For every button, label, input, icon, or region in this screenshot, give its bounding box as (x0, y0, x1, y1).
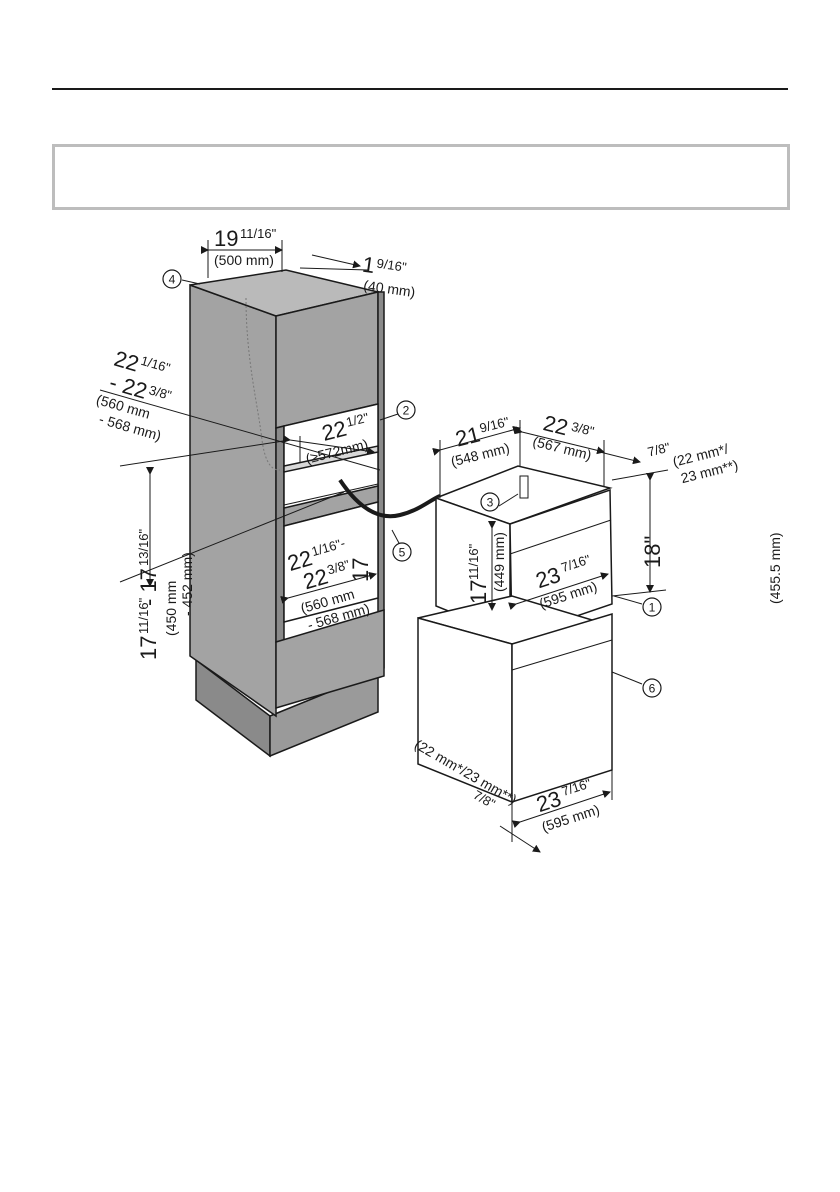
svg-text:1: 1 (361, 252, 377, 278)
svg-text:5: 5 (399, 546, 406, 560)
svg-text:11/16": 11/16" (136, 597, 151, 634)
svg-text:11/16": 11/16" (466, 543, 481, 580)
svg-text:17: 17 (466, 580, 491, 604)
label-top-width: 19 11/16" (500 mm) (214, 226, 277, 268)
dim-line-front-offset (599, 451, 641, 465)
svg-text:- 452 mm): - 452 mm) (179, 552, 195, 616)
connection-cable (338, 478, 441, 519)
label-unit-height-inner: 17 (348, 558, 373, 582)
label-unit-depth: 21 9/16" (548 mm) (449, 414, 511, 470)
svg-text:1/16": 1/16" (139, 353, 172, 376)
cabinet-side-panel (189, 283, 277, 718)
svg-text:3/8": 3/8" (570, 419, 596, 439)
svg-text:(450 mm: (450 mm (163, 581, 179, 636)
callout-5: 5 (392, 542, 412, 562)
svg-text:9/16": 9/16" (376, 256, 408, 275)
svg-text:18": 18" (640, 536, 665, 568)
svg-text:1: 1 (649, 601, 656, 615)
svg-text:13/16": 13/16" (136, 528, 151, 566)
svg-text:(40 mm): (40 mm) (363, 277, 417, 300)
dim-line-unit-width-top (514, 426, 605, 455)
svg-text:17: 17 (348, 558, 373, 582)
label-niche-depth: 22 1/16" - 22 3/8" (560 mm - 568 mm) (95, 346, 174, 444)
callout-2: 2 (396, 400, 416, 420)
svg-text:19: 19 (214, 226, 238, 251)
callout-6: 6 (642, 678, 662, 698)
svg-text:7/8": 7/8" (646, 439, 672, 459)
oven-below (417, 595, 613, 804)
dim-line-lower-niche (280, 571, 377, 604)
svg-text:- 17: - 17 (136, 568, 161, 606)
svg-text:3: 3 (487, 496, 494, 510)
dim-line-unit-depth (432, 425, 521, 456)
svg-text:9/16": 9/16" (478, 414, 511, 436)
dim-line-bottom-offset (499, 825, 541, 853)
svg-text:22: 22 (541, 410, 571, 440)
svg-text:3/8": 3/8" (325, 557, 351, 578)
svg-text:21: 21 (453, 421, 483, 451)
callout-1: 1 (642, 597, 662, 617)
oven-front (511, 612, 613, 804)
svg-text:3/8": 3/8" (147, 382, 173, 403)
header-rule (52, 88, 788, 90)
label-niche-height: 17 11/16" - 17 13/16" (450 mm - 452 mm) (136, 528, 195, 660)
svg-text:11/16": 11/16" (240, 226, 277, 241)
callout-4: 4 (162, 269, 182, 289)
label-unit-width-top: 22 3/8" (567 mm) (531, 410, 596, 463)
label-shelf-width: 22 1/2" (≥572mm) (304, 410, 371, 467)
label-unit-height-inner-text: 17 11/16" (449 mm) (466, 532, 507, 604)
svg-text:22: 22 (319, 416, 349, 446)
svg-text:(455.5 mm): (455.5 mm) (767, 532, 783, 604)
dim-line-unit-front-width (508, 572, 609, 610)
svg-text:(500 mm): (500 mm) (214, 252, 274, 268)
svg-text:6: 6 (649, 682, 656, 696)
label-top-depth: 1 9/16" (40 mm) (361, 252, 417, 300)
svg-text:2: 2 (403, 404, 410, 418)
dim-line-top-depth (311, 254, 361, 269)
svg-text:4: 4 (169, 273, 176, 287)
dim-line-bottom-width (512, 790, 611, 829)
svg-text:17: 17 (136, 636, 161, 660)
dim-line-niche-depth (99, 389, 381, 471)
label-front-offset: 7/8" (22 mm*/ 23 mm**) (646, 439, 740, 486)
tall-cabinet (189, 269, 385, 758)
svg-text:(449 mm): (449 mm) (491, 532, 507, 592)
section-banner (52, 144, 790, 210)
callout-3: 3 (480, 492, 500, 512)
cabinet-drawer (275, 608, 385, 710)
label-unit-height: 18" (455.5 mm) (640, 532, 783, 604)
svg-text:1/2": 1/2" (345, 410, 371, 430)
